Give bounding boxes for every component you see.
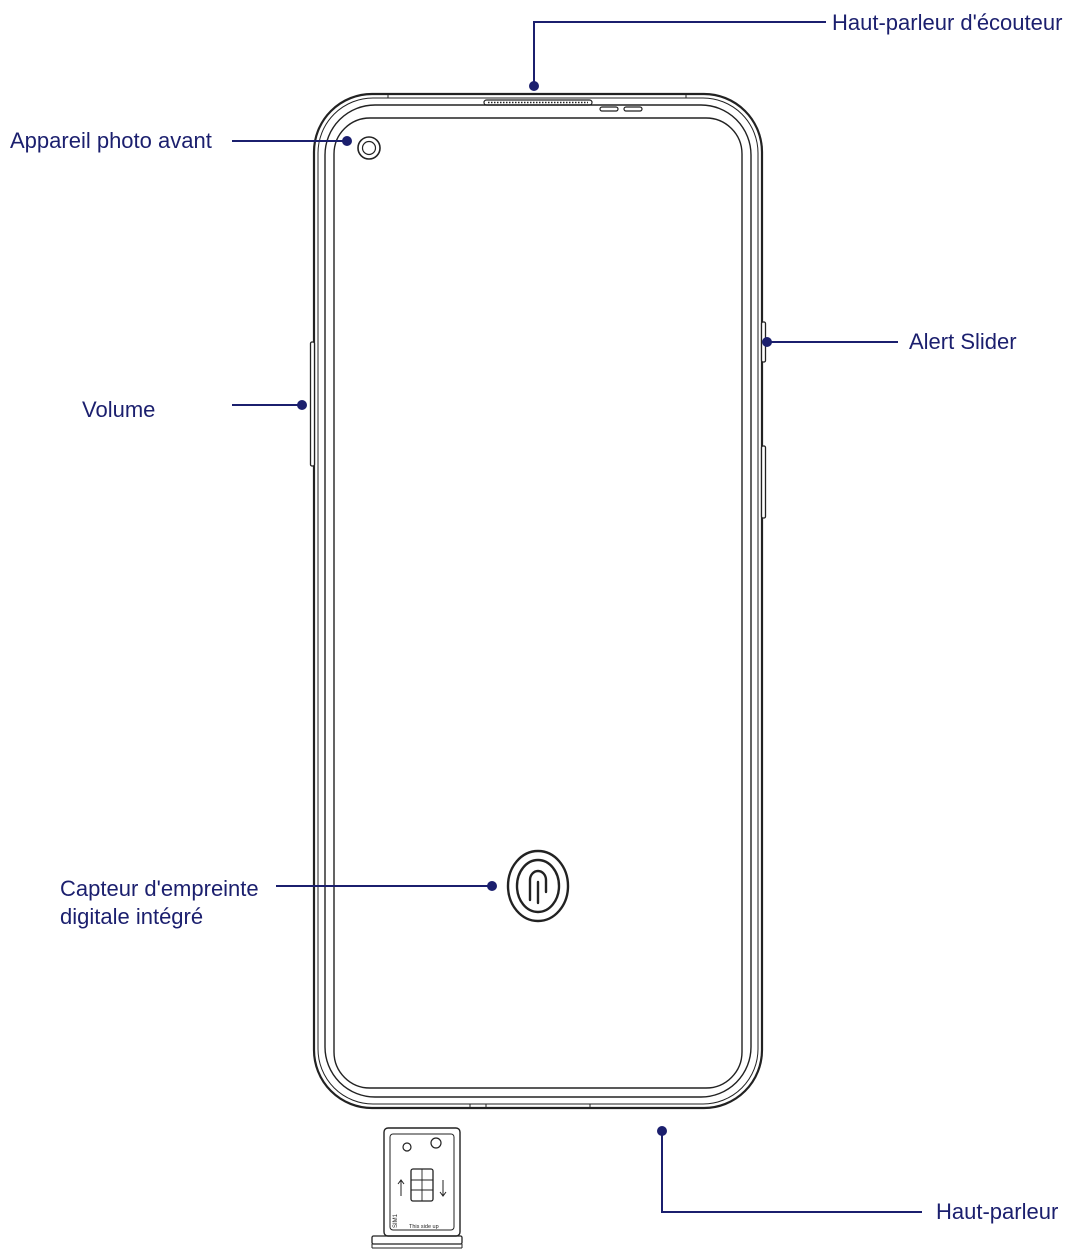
fingerprint-icon — [506, 849, 570, 923]
label-fingerprint-line2: digitale intégré — [60, 904, 204, 929]
phone-glass — [324, 104, 752, 1098]
phone-body — [312, 92, 764, 1110]
sim-side-text: This side up — [409, 1224, 439, 1230]
label-volume: Volume — [82, 397, 156, 422]
phone-screen — [333, 117, 743, 1089]
callout-dot-fingerprint — [487, 881, 497, 891]
callout-line-speaker — [661, 1132, 922, 1213]
volume-button — [309, 341, 316, 467]
callout-dot-volume — [297, 400, 307, 410]
sim-slot-label: SIM1 — [393, 1213, 399, 1228]
callout-dot-speaker — [657, 1126, 667, 1136]
label-alert-slider: Alert Slider — [909, 329, 1017, 354]
label-front-camera: Appareil photo avant — [10, 128, 212, 153]
power-button — [760, 445, 767, 519]
front-camera-icon — [357, 136, 381, 160]
earpiece-grille — [483, 99, 593, 106]
light-sensor — [623, 106, 643, 112]
callout-line-earpiece — [533, 21, 826, 86]
phone-outer-frame — [312, 92, 764, 1110]
label-fingerprint-line1: Capteur d'empreinte — [60, 876, 259, 901]
proximity-sensor — [599, 106, 619, 112]
phone-frame-inner-edge — [317, 97, 759, 1105]
callout-dot-earpiece — [529, 81, 539, 91]
callout-dot-front-camera — [342, 136, 352, 146]
label-earpiece: Haut-parleur d'écouteur — [832, 10, 1063, 35]
sim-tray — [371, 1127, 463, 1249]
label-speaker: Haut-parleur — [936, 1199, 1059, 1224]
callouts — [232, 21, 922, 1213]
callout-dot-alert-slider — [762, 337, 772, 347]
callout-dots — [297, 81, 772, 1136]
